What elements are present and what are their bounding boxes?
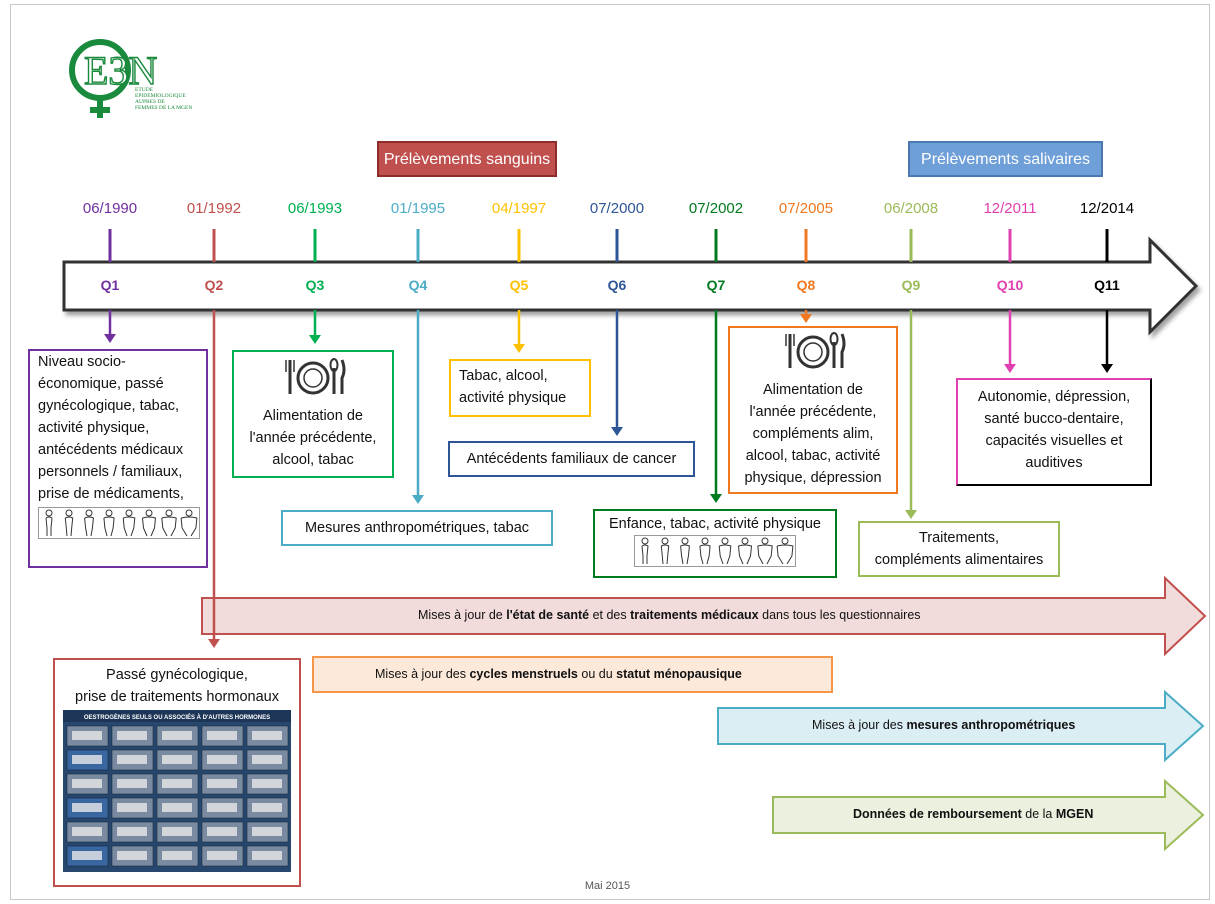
date-q11: 12/2014 — [1079, 200, 1135, 217]
date-q8: 07/2005 — [778, 200, 834, 217]
q8-box: Alimentation de l'année précédente, comp… — [728, 326, 898, 494]
logo-line-4: FEMMES DE LA MGEN — [135, 105, 192, 111]
label-q1: Q1 — [100, 277, 120, 293]
connector-head-q6 — [611, 427, 623, 436]
label-q4: Q4 — [408, 277, 428, 293]
q10-line-4: auditives — [1025, 455, 1083, 471]
q3-line-1: Alimentation de — [263, 408, 363, 424]
q5-line-1: Tabac, alcool, — [459, 368, 548, 384]
q5-box: Tabac, alcool, activité physique — [449, 359, 591, 417]
mgen-update-band — [772, 778, 1205, 852]
q3-line-2: l'année précédente, — [249, 430, 377, 446]
label-q10: Q10 — [996, 277, 1024, 293]
q7-box: Enfance, tabac, activité physique — [593, 509, 837, 578]
q1-line-4: activité physique, — [38, 420, 150, 436]
date-q1: 06/1990 — [82, 200, 138, 217]
footer-date: Mai 2015 — [584, 880, 631, 892]
logo-line-1: ETUDE — [135, 87, 154, 93]
connector-head-q2 — [208, 639, 220, 648]
logo-line-2: EPIDEMIOLOGIQUE — [135, 93, 186, 99]
hormone-treatments-chart-image: OESTROGÈNES SEULS OU ASSOCIÉS À D'AUTRES… — [63, 710, 291, 872]
label-q6: Q6 — [607, 277, 627, 293]
q2-line-2: prise de traitements hormonaux — [75, 689, 279, 705]
connector-head-q8 — [800, 314, 812, 323]
mgen-update-label: Données de remboursement de la MGEN — [853, 807, 1094, 821]
connector-head-q7 — [710, 494, 722, 503]
q10-line-3: capacités visuelles et — [985, 433, 1123, 449]
blood-samples-header: Prélèvements sanguins — [377, 141, 557, 177]
plate-cutlery-icon — [285, 358, 346, 395]
q9-line-2: compléments alimentaires — [874, 552, 1044, 568]
q10-box: Autonomie, dépression, santé bucco-denta… — [956, 378, 1152, 486]
connector-head-q5 — [513, 344, 525, 353]
anthro-update-band — [717, 689, 1205, 763]
q4-box: Mesures anthropométriques, tabac — [281, 510, 553, 546]
connector-head-q1 — [104, 334, 116, 343]
q1-box: Niveau socio- économique, passé gynécolo… — [28, 349, 208, 568]
date-q3: 06/1993 — [287, 200, 343, 217]
saliva-samples-header: Prélèvements salivaires — [908, 141, 1103, 177]
label-q2: Q2 — [204, 277, 224, 293]
menstrual-update-label: Mises à jour des cycles menstruels ou du… — [375, 667, 742, 681]
date-q2: 01/1992 — [186, 200, 242, 217]
q8-line-1: Alimentation de — [763, 382, 863, 398]
label-q11: Q11 — [1094, 277, 1120, 293]
logo-line-3: AUPRES DE — [135, 99, 165, 105]
q9-line-1: Traitements, — [918, 530, 1000, 546]
q4-line-1: Mesures anthropométriques, tabac — [304, 520, 530, 536]
q2-line-1: Passé gynécologique, — [106, 667, 248, 683]
q3-line-3: alcool, tabac — [272, 452, 354, 468]
connector-head-q4 — [412, 495, 424, 504]
timeline-arrow — [62, 236, 1199, 336]
q7-line-1: Enfance, tabac, activité physique — [609, 516, 821, 532]
health-update-band — [201, 575, 1207, 657]
label-q3: Q3 — [305, 277, 325, 293]
q1-line-6: personnels / familiaux, — [38, 464, 183, 480]
q1-line-5: antécédents médicaux — [38, 442, 184, 458]
label-q8: Q8 — [796, 277, 816, 293]
logo-acronym: E3N — [84, 48, 157, 93]
e3n-logo: E3N ETUDE EPIDEMIOLOGIQUE AUPRES DE FEMM… — [60, 34, 200, 124]
q6-line-1: Antécédents familiaux de cancer — [466, 451, 677, 467]
date-q5: 04/1997 — [491, 200, 547, 217]
q10-line-2: santé bucco-dentaire, — [984, 411, 1124, 427]
plate-cutlery-icon — [785, 332, 846, 369]
label-q5: Q5 — [509, 277, 529, 293]
body-silhouettes-icon — [634, 535, 796, 567]
q1-line-2: économique, passé — [38, 376, 164, 392]
q8-line-5: physique, dépression — [744, 470, 882, 486]
svg-text:OESTROGÈNES SEULS OU ASSOCIÉS: OESTROGÈNES SEULS OU ASSOCIÉS À D'AUTRES… — [84, 713, 270, 721]
label-q7: Q7 — [706, 277, 726, 293]
q1-line-3: gynécologique, tabac, — [38, 398, 180, 414]
date-q9: 06/2008 — [883, 200, 939, 217]
q10-line-1: Autonomie, dépression, — [977, 389, 1131, 405]
q8-line-4: alcool, tabac, activité — [745, 448, 881, 464]
q6-box: Antécédents familiaux de cancer — [448, 441, 695, 477]
q2-box: Passé gynécologique, prise de traitement… — [53, 658, 301, 887]
page-frame — [10, 4, 1210, 900]
connector-head-q10 — [1004, 364, 1016, 373]
body-silhouettes-icon — [38, 507, 200, 539]
connector-head-q3 — [309, 335, 321, 344]
date-q7: 07/2002 — [688, 200, 744, 217]
q8-line-3: compléments alim, — [752, 426, 874, 442]
q5-line-2: activité physique — [459, 390, 567, 406]
q1-line-1: Niveau socio- — [38, 354, 126, 370]
label-q9: Q9 — [901, 277, 921, 293]
q8-line-2: l'année précédente, — [749, 404, 877, 420]
date-q4: 01/1995 — [390, 200, 446, 217]
q9-box: Traitements, compléments alimentaires — [858, 521, 1060, 577]
menstrual-update-band — [312, 656, 833, 693]
date-q10: 12/2011 — [983, 200, 1037, 217]
health-update-label: Mises à jour de l'état de santé et des t… — [418, 608, 921, 622]
anthro-update-label: Mises à jour des mesures anthropométriqu… — [812, 718, 1076, 732]
q3-box: Alimentation de l'année précédente, alco… — [232, 350, 394, 478]
q1-line-7: prise de médicaments, — [38, 486, 184, 502]
connector-head-q9 — [905, 510, 917, 519]
date-q6: 07/2000 — [589, 200, 645, 217]
connector-head-q11 — [1101, 364, 1113, 373]
